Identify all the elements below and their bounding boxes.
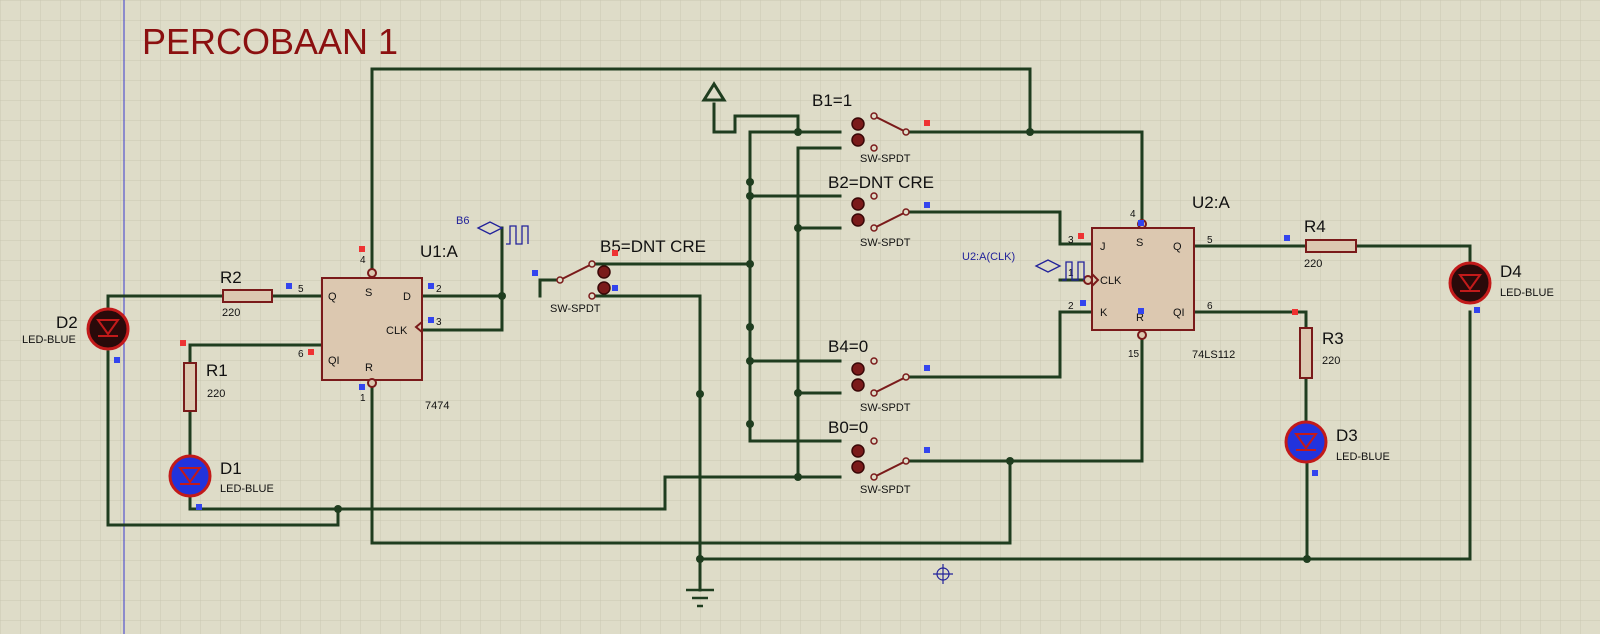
u2-pin-clk: CLK [1100, 275, 1122, 287]
wires [106, 67, 1472, 592]
u2-pin-s: S [1136, 237, 1143, 249]
b1-ref: B1=1 [812, 91, 852, 110]
resistor-r4[interactable]: R4 220 [1304, 217, 1357, 270]
u1-pinnum-clk: 3 [436, 317, 442, 328]
u1-pinnum-q: 5 [298, 284, 304, 295]
u2-pinnum-q: 5 [1207, 235, 1213, 246]
r1-ref: R1 [206, 361, 228, 380]
switch-b4[interactable]: B4=0 SW-SPDT [828, 337, 911, 414]
u1-part: 7474 [425, 400, 449, 412]
switch-b0[interactable]: B0=0 SW-SPDT [828, 418, 911, 496]
u2-clk-label: U2:A(CLK) [962, 251, 1015, 263]
clock-probe-b6[interactable]: B6 [456, 215, 529, 245]
d4-type: LED-BLUE [1500, 287, 1554, 299]
b1-type: SW-SPDT [860, 153, 911, 165]
switch-b2[interactable]: B2=DNT CRE SW-SPDT [828, 173, 934, 249]
u1-ref: U1:A [420, 242, 458, 261]
r3-ref: R3 [1322, 329, 1344, 348]
ground-icon[interactable] [686, 588, 714, 608]
r4-ref: R4 [1304, 217, 1326, 236]
b6-label: B6 [456, 215, 469, 227]
b0-type: SW-SPDT [860, 484, 911, 496]
b0-ref: B0=0 [828, 418, 868, 437]
u2-part: 74LS112 [1192, 349, 1235, 361]
u2-pinnum-r: 15 [1128, 349, 1140, 360]
u1-pinnum-r: 1 [360, 393, 366, 404]
switch-b5[interactable]: B5=DNT CRE SW-SPDT [550, 237, 706, 315]
d1-type: LED-BLUE [220, 483, 274, 495]
led-d1[interactable]: D1 LED-BLUE [168, 454, 274, 498]
b4-type: SW-SPDT [860, 402, 911, 414]
u2-pin-k: K [1100, 307, 1108, 319]
resistor-r3[interactable]: R3 220 [1299, 327, 1344, 379]
d4-ref: D4 [1500, 262, 1522, 281]
u2-pinnum-j: 3 [1068, 235, 1074, 246]
b4-ref: B4=0 [828, 337, 868, 356]
u2-pinnum-k: 2 [1068, 301, 1074, 312]
d2-type: LED-BLUE [22, 334, 76, 346]
u2-pinnum-clk: 1 [1068, 268, 1074, 279]
r1-value: 220 [207, 388, 225, 400]
r2-value: 220 [222, 307, 240, 319]
u1-pin-clk: CLK [386, 325, 408, 337]
u2-pinnum-qi: 6 [1207, 301, 1213, 312]
u1-pin-qi: QI [328, 355, 340, 367]
junctions [334, 128, 1311, 563]
r3-value: 220 [1322, 355, 1340, 367]
pin-state-markers [114, 120, 1480, 510]
u2-pin-qi: QI [1173, 307, 1185, 319]
clock-probe-u2-clk[interactable]: U2:A(CLK) [962, 251, 1085, 281]
u2-pin-q: Q [1173, 241, 1182, 253]
led-d4[interactable]: D4 LED-BLUE [1448, 261, 1554, 305]
u2-pin-r: R [1136, 312, 1144, 324]
switch-b1[interactable]: B1=1 SW-SPDT [812, 91, 911, 165]
u1-pin-q: Q [328, 291, 337, 303]
u1-pinnum-qi: 6 [298, 349, 304, 360]
b2-ref: B2=DNT CRE [828, 173, 934, 192]
chip-u2[interactable]: J S Q CLK K R QI 3 4 5 1 2 15 6 U2:A 74L… [1068, 193, 1235, 361]
d2-ref: D2 [56, 313, 78, 332]
page-title: PERCOBAAN 1 [142, 21, 398, 62]
b2-type: SW-SPDT [860, 237, 911, 249]
led-d2[interactable]: D2 LED-BLUE [22, 307, 130, 351]
u2-pinnum-s: 4 [1130, 209, 1136, 220]
u2-pin-j: J [1100, 241, 1106, 253]
u1-pin-d: D [403, 291, 411, 303]
led-d3[interactable]: D3 LED-BLUE [1284, 420, 1390, 464]
u1-pin-s: S [365, 287, 372, 299]
r2-ref: R2 [220, 268, 242, 287]
r4-value: 220 [1304, 258, 1322, 270]
chip-u1[interactable]: Q S D CLK QI R 5 4 2 3 6 1 U1:A 7474 [298, 242, 458, 412]
u1-pinnum-d: 2 [436, 284, 442, 295]
u2-ref: U2:A [1192, 193, 1230, 212]
b5-type: SW-SPDT [550, 303, 601, 315]
resistor-r2[interactable]: R2 220 [220, 268, 273, 319]
b5-ref: B5=DNT CRE [600, 237, 706, 256]
resistor-r1[interactable]: R1 220 [183, 361, 228, 412]
power-terminal-icon[interactable] [701, 81, 727, 102]
d3-type: LED-BLUE [1336, 451, 1390, 463]
u1-pin-r: R [365, 362, 373, 374]
u1-pinnum-s: 4 [360, 255, 366, 266]
d3-ref: D3 [1336, 426, 1358, 445]
d1-ref: D1 [220, 459, 242, 478]
crosshair-icon [933, 564, 953, 584]
